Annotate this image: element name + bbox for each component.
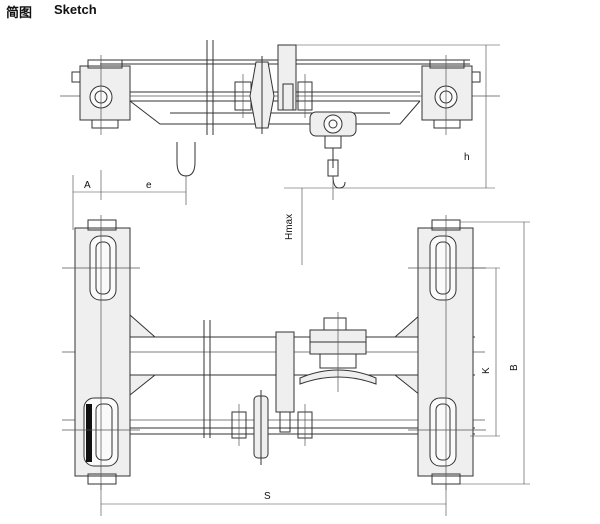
left-end-carriage-front — [71, 55, 131, 135]
right-end-carriage-front — [421, 55, 481, 135]
drive-unit-plan — [231, 331, 313, 465]
left-end-carriage-plan — [62, 215, 140, 490]
label-e: e — [146, 180, 152, 191]
drive-unit-front — [234, 44, 313, 134]
label-B: B — [509, 364, 520, 371]
label-S: S — [264, 491, 271, 502]
label-hmax: Hmax — [284, 214, 295, 240]
right-end-carriage-plan — [408, 215, 486, 490]
title-chinese: 简图 — [6, 6, 33, 21]
label-h: h — [464, 152, 470, 163]
hoist-trolley-front — [309, 111, 357, 200]
label-A: A — [84, 180, 91, 191]
hoist-trolley-plan — [299, 312, 377, 392]
plan-view: K B S — [62, 215, 530, 516]
front-view: A e h Hmax — [60, 40, 500, 265]
hook-left — [176, 142, 196, 205]
label-K: K — [481, 367, 492, 374]
title-english: Sketch — [54, 2, 97, 17]
